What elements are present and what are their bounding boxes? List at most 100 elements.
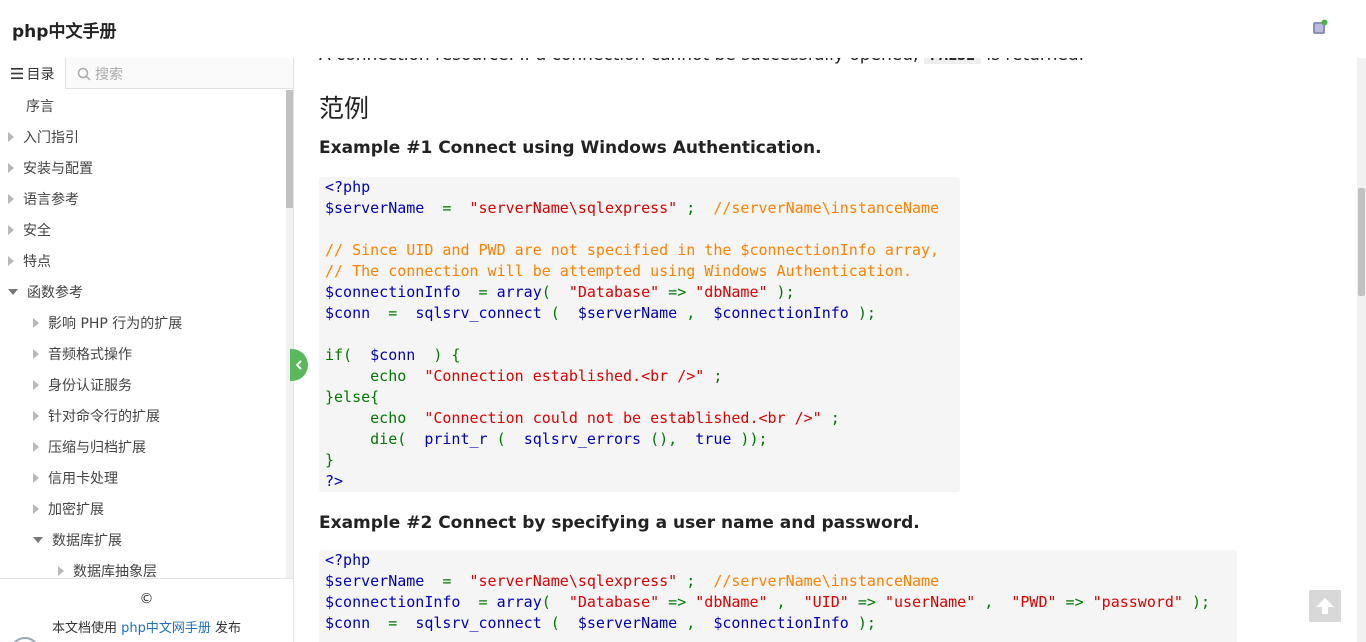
sidebar-item-label: 语言参考 [23,191,79,208]
code-token: = [460,593,497,611]
page-scrollbar[interactable] [1357,58,1366,642]
code-line: <?php [325,550,1231,571]
example-1-title: Example #1 Connect using Windows Authent… [319,138,822,158]
copyright-symbol: © [139,591,154,607]
main-content: A connection resource. If a connection c… [295,0,1357,642]
sidebar-item-label: 数据库抽象层 [73,563,157,579]
code-token: ); [767,283,795,301]
caret-right-icon[interactable] [58,565,64,576]
brand-title[interactable]: php中文手册 [12,22,117,42]
code-token: )); [731,430,768,448]
code-line: die( print_r ( sqlsrv_errors (), true ))… [325,429,954,450]
code-token: echo [325,409,425,427]
caret-right-icon[interactable] [33,410,39,421]
credit-link[interactable]: php中文网手册 [121,621,211,636]
sidebar-item-label: 信用卡处理 [48,470,118,487]
code-token: "Connection could not be established.<br… [424,409,822,427]
code-token: array [496,593,542,611]
arrow-up-icon [1316,598,1334,614]
code-line: if( $conn ) { [325,345,954,366]
code-token: <?php [325,178,371,196]
code-token: $conn [325,614,371,632]
back-to-top-button[interactable] [1309,590,1341,622]
sidebar-item[interactable]: 压缩与归档扩展 [33,431,146,462]
code-token: , [975,593,1012,611]
code-token: "serverName\sqlexpress" [469,199,678,217]
code-line: $conn = sqlsrv_connect ( $serverName , $… [325,613,1231,634]
sidebar-item[interactable]: 加密扩展 [33,493,104,524]
code-token: $connectionInfo [713,304,849,322]
toc-tree: 序言入门指引安装与配置语言参考安全特点函数参考影响 PHP 行为的扩展音频格式操… [0,90,286,578]
code-token: ( [541,283,569,301]
sidebar-item[interactable]: 安装与配置 [8,152,93,183]
code-token: ( [541,614,578,632]
caret-right-icon[interactable] [33,317,39,328]
sidebar-item-label: 身份认证服务 [48,377,132,394]
code-token: sqlsrv_connect [415,614,542,632]
code-token: ; [704,367,723,385]
sidebar-item-label: 影响 PHP 行为的扩展 [48,315,183,332]
sidebar-item[interactable]: 序言 [8,90,54,121]
code-line: echo "Connection could not be establishe… [325,408,954,429]
caret-right-icon[interactable] [8,224,14,235]
code-token: ); [848,614,876,632]
example-2-title: Example #2 Connect by specifying a user … [319,513,920,533]
code-token: "password" [1092,593,1183,611]
code-token: , [677,304,714,322]
code-token: ; [677,572,714,590]
sidebar-item[interactable]: 语言参考 [8,183,79,214]
chevron-left-icon [295,360,302,370]
sidebar: 目录 搜索 序言入门指引安装与配置语言参考安全特点函数参考影响 PHP 行为的扩… [0,58,294,642]
sidebar-item[interactable]: 身份认证服务 [33,369,132,400]
code-token: <?php [325,551,371,569]
caret-right-icon[interactable] [8,162,14,173]
app-badge-icon[interactable] [1312,19,1328,35]
caret-down-icon[interactable] [8,288,18,295]
sidebar-item[interactable]: 针对命令行的扩展 [33,400,160,431]
sidebar-item[interactable]: 音频格式操作 [33,338,132,369]
code-line [325,219,954,240]
sidebar-item[interactable]: 信用卡处理 [33,462,118,493]
sidebar-item-label: 数据库扩展 [52,532,122,549]
caret-right-icon[interactable] [33,441,39,452]
sidebar-item-label: 特点 [23,253,51,270]
code-token: => [659,593,696,611]
menu-icon [10,68,23,79]
code-token: ; [821,409,840,427]
code-token: sqlsrv_connect [415,304,542,322]
sidebar-scrollbar-thumb[interactable] [286,90,293,208]
sidebar-item[interactable]: 函数参考 [8,276,83,307]
caret-right-icon[interactable] [33,379,39,390]
sidebar-item[interactable]: 特点 [8,245,51,276]
sidebar-footer: © 本文档使用 php中文网手册 发布 [0,578,293,642]
sidebar-tabs: 目录 搜索 [0,58,293,89]
search-input[interactable]: 搜索 [67,58,293,89]
code-token: "Connection established.<br />" [424,367,705,385]
caret-right-icon[interactable] [33,348,39,359]
code-token: $serverName [325,572,425,590]
sidebar-item[interactable]: 数据库抽象层 [58,555,157,578]
code-token: sqlsrv_errors [523,430,642,448]
caret-right-icon[interactable] [8,255,14,266]
caret-right-icon[interactable] [8,131,14,142]
code-token: die( [325,430,425,448]
sidebar-item[interactable]: 安全 [8,214,51,245]
sidebar-item[interactable]: 数据库扩展 [33,524,122,555]
sidebar-item[interactable]: 入门指引 [8,121,79,152]
caret-down-icon[interactable] [33,536,43,543]
code-token: , [677,614,714,632]
sidebar-item[interactable]: 影响 PHP 行为的扩展 [33,307,182,338]
code-token: $serverName [577,614,678,632]
code-token: $serverName [577,304,678,322]
page-scrollbar-thumb[interactable] [1358,188,1365,296]
code-line: $serverName = "serverName\sqlexpress" ; … [325,571,1231,592]
sidebar-collapse-button[interactable] [290,349,308,381]
tab-toc[interactable]: 目录 [0,58,66,89]
code-token: $serverName [325,199,425,217]
caret-right-icon[interactable] [33,472,39,483]
code-line: $serverName = "serverName\sqlexpress" ; … [325,198,954,219]
caret-right-icon[interactable] [33,503,39,514]
tab-toc-label: 目录 [26,66,55,83]
caret-right-icon[interactable] [8,193,14,204]
sidebar-scrollbar[interactable] [286,90,293,578]
